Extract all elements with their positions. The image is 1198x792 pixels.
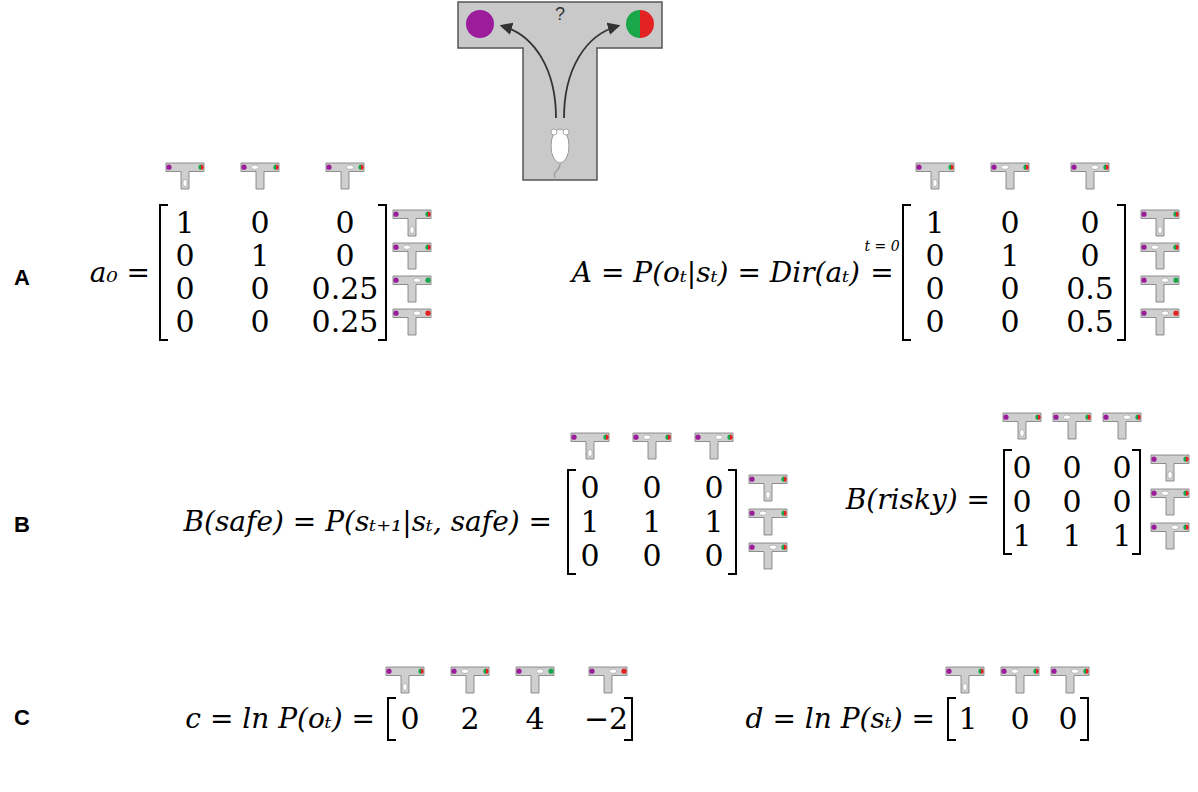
equation-note: t = 0 [864,238,899,254]
matrix-entry: 1 [580,505,599,540]
matrix-entry: 0 [250,272,269,307]
vector-entry: 1 [958,702,977,737]
equation: B(risky) = [846,484,990,516]
matrix-entry: 1 [1062,519,1081,554]
matrix-entry: 0 [1062,451,1081,486]
matrix-entry: 0 [1112,451,1131,486]
vector-entry: 0 [1058,702,1077,737]
matrix-entry: 0.25 [312,272,379,307]
matrix-entry: 0 [1012,451,1031,486]
matrix-entry: 0.5 [1066,272,1114,307]
matrix-entry: 0 [175,239,194,274]
state-icon [166,163,1189,693]
matrix-entry: 0 [1062,485,1081,520]
panel-letter: A [14,265,30,290]
matrix-entry: 1 [1000,239,1019,274]
vector-entry: 2 [460,702,479,737]
equation: c = ln P(oₜ) = [185,703,375,735]
matrix-entry: 0 [1000,206,1019,241]
matrix-entry: 0 [335,206,354,241]
vector-entry: 0 [1010,702,1029,737]
matrix-entry: 0 [1080,206,1099,241]
matrix-entry: 0 [250,305,269,340]
matrix-entry: 0 [175,305,194,340]
matrix-entry: 1 [175,206,194,241]
matrix-entry: 0 [642,471,661,506]
question-mark: ? [555,4,565,25]
panel-letter: B [14,512,30,537]
matrix-entry: 0 [1000,305,1019,340]
panel-letter: C [14,705,30,730]
matrix-entry: 0 [1000,272,1019,307]
t-maze [458,2,662,180]
matrix-entry: 1 [704,505,723,540]
matrix-entry: 0 [925,305,944,340]
matrix-entry: 0 [642,539,661,574]
matrix-entry: 1 [250,239,269,274]
equation: d = ln P(sₜ) = [746,703,935,735]
matrix-entry: 0 [250,206,269,241]
equation: B(safe) = P(sₜ₊₁|sₜ, safe) = [183,506,552,538]
matrix-entry: 0 [1012,485,1031,520]
matrix-entry: 0 [1112,485,1131,520]
matrix-entry: 1 [1012,519,1031,554]
equation: A = P(oₜ|sₜ) = Dir(aₜ) [572,257,860,289]
matrix-bracket [160,205,1140,740]
vector-entry: 4 [525,702,544,737]
matrix-entry: 0 [335,239,354,274]
matrix-entry: 1 [642,505,661,540]
vector-entry: −2 [584,702,628,737]
matrix-entry: 0 [704,471,723,506]
matrix-entry: 0.25 [312,305,379,340]
matrix-entry: 0 [1080,239,1099,274]
equation: a₀ = [90,257,150,289]
matrix-entry: 0 [704,539,723,574]
matrix-entry: 0 [580,471,599,506]
matrix-entry: 1 [1112,519,1131,554]
matrix-entry: 0 [175,272,194,307]
equation: = [870,257,893,289]
matrix-entry: 0 [925,272,944,307]
matrix-entry: 1 [925,206,944,241]
matrix-entry: 0 [925,239,944,274]
vector-entry: 0 [400,702,419,737]
matrix-entry: 0 [580,539,599,574]
matrix-entry: 0.5 [1066,305,1114,340]
